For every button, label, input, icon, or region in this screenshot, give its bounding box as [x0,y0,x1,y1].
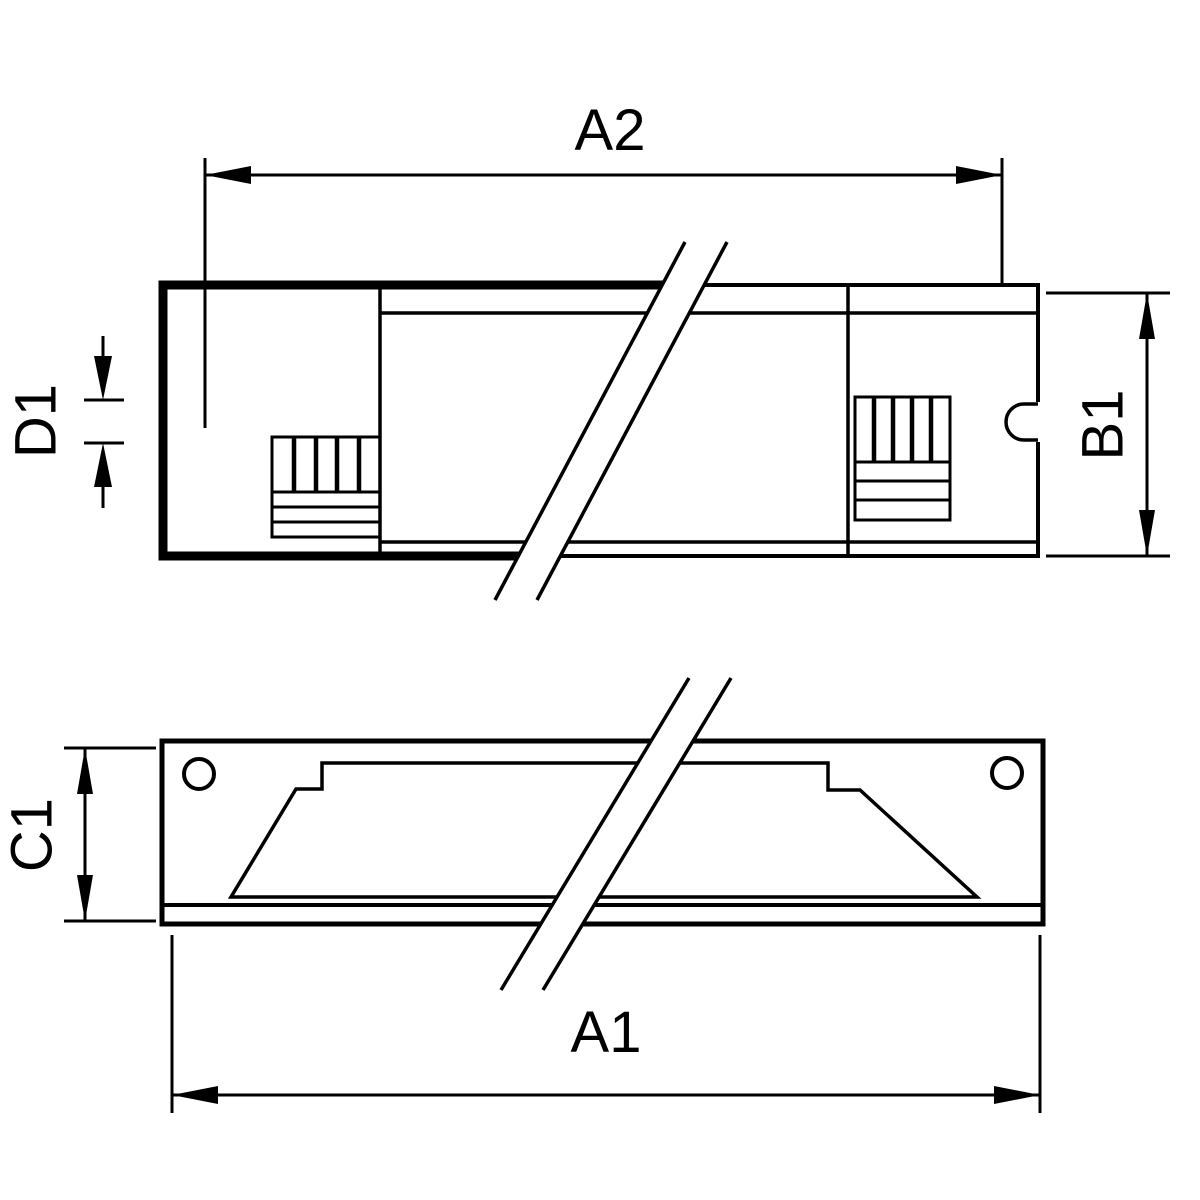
dimension-d1: D1 [4,336,124,508]
terminal-block-right [853,395,952,522]
terminal-outline [853,395,952,522]
terminal-outline [270,435,382,539]
dimension-label-a1: A1 [571,1000,642,1065]
break-line-bottom-view [499,677,733,991]
break-gap [495,242,727,600]
dimension-label-b1: B1 [1071,390,1136,461]
dimension-c1: C1 [0,746,156,923]
dimension-label-a2: A2 [575,98,646,163]
dimension-label-d1: D1 [4,384,69,458]
terminal-poles [871,397,934,462]
dimension-a1: A1 [170,935,1042,1113]
arrowhead-down [77,875,93,921]
break-gap [501,678,731,990]
terminal-rows [855,460,950,502]
arrowhead-right [994,1086,1040,1104]
arrowhead-down [94,356,112,400]
dimension-a2: A2 [203,98,1004,428]
break-line-top-view [493,241,729,601]
side-view [158,241,1048,601]
terminal-rows [272,490,380,524]
cover-profile [227,761,982,899]
arrowhead-up [1139,293,1155,339]
arrowhead-up [77,748,93,794]
break-stroke-1 [493,241,687,601]
mounting-hole-left [182,757,216,791]
arrowhead-left [205,166,251,184]
slot-outline [1004,402,1038,442]
slot-gap [1032,402,1048,442]
terminal-block-left [270,435,382,539]
housing-thick-edge [158,280,680,561]
mounting-slot [1004,402,1048,442]
arrowhead-down [1139,510,1155,556]
terminal-poles [291,437,362,492]
break-stroke-2 [541,677,733,991]
dimension-b1: B1 [1046,291,1170,558]
arrowhead-right [956,166,1002,184]
mounting-hole-right [990,756,1024,790]
arrowhead-left [172,1086,218,1104]
baseplate-outline [159,738,1046,927]
break-stroke-2 [535,241,729,601]
break-stroke-1 [499,677,691,991]
dimension-label-c1: C1 [0,798,65,872]
arrowhead-up [94,443,112,487]
bottom-view [159,677,1046,991]
